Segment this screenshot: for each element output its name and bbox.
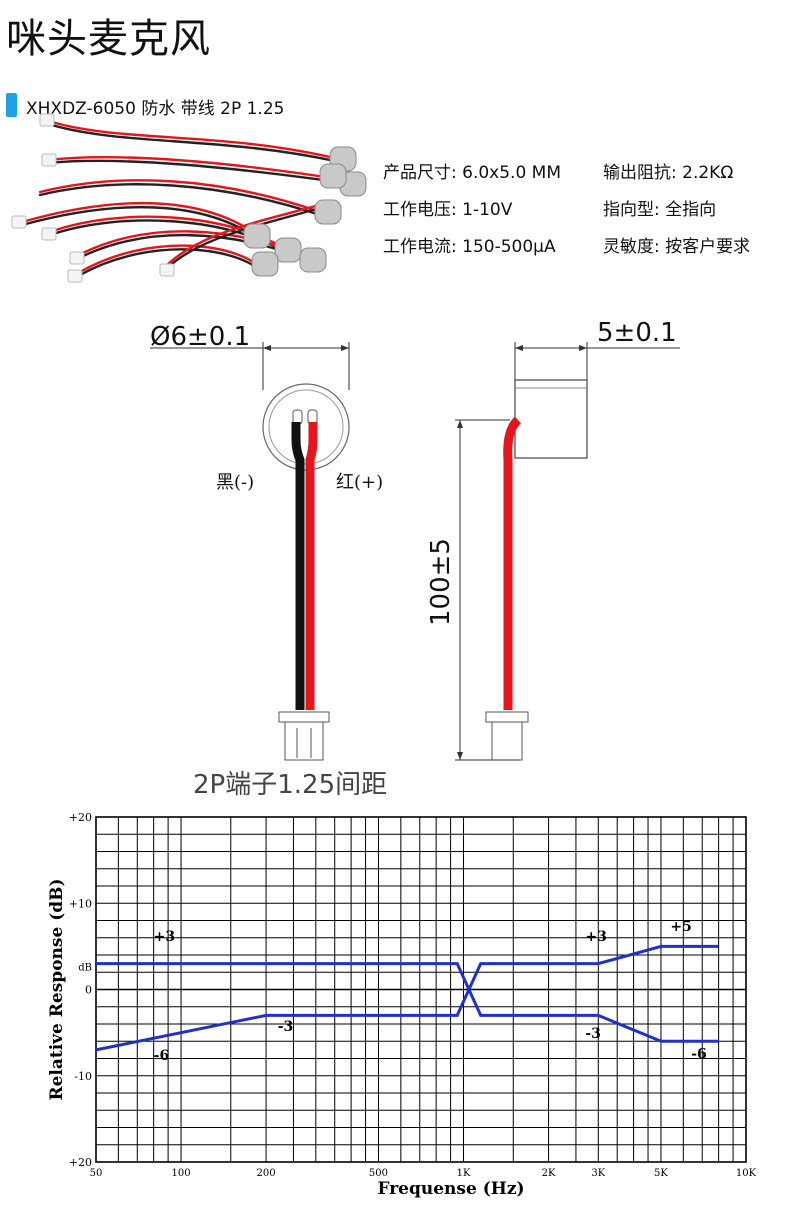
series-line [96,962,719,1043]
side-view [455,342,680,761]
black-wire-label: 黑(-) [216,472,255,493]
spec-sensitivity: 灵敏度: 按客户要求 [603,237,751,257]
plot-frame [95,816,747,1163]
x-tick-label: 1K [457,1168,471,1179]
product-photo [11,113,367,283]
x-tick-label: 500 [369,1168,388,1179]
dimension-drawing [150,342,680,761]
red-wire-label: 红(+) [336,472,384,493]
y-tick-label: +10 [69,897,92,910]
height-dimension: 5±0.1 [597,318,677,348]
spec-size: 产品尺寸: 6.0x5.0 MM [383,163,562,183]
spec-current: 工作电流: 150-500μA [383,237,556,257]
y-tick-label: -10 [74,1070,92,1083]
diameter-dimension: Ø6±0.1 [150,322,251,352]
frequency-response-chart: 50 100 200 500 1K 2K 3K 5K 10K +20 +10 0 -10 +20 dB Fre… [47,811,757,1199]
front-view [150,342,350,761]
y-tick-label: 0 [85,984,92,997]
spec-directivity: 指向型: 全指向 [603,200,717,220]
chart-annotation: -6 [691,1047,707,1063]
page-title: 咪头麦克风 [6,16,211,62]
product-subtitle: XHXDZ-6050 防水 带线 2P 1.25 [26,99,285,119]
x-tick-label: 50 [90,1168,103,1179]
x-tick-label: 200 [257,1168,276,1179]
spec-voltage: 工作电压: 1-10V [383,200,513,220]
chart-annotation: -3 [585,1026,601,1042]
connector-label: 2P端子1.25间距 [193,770,388,800]
spec-impedance: 输出阻抗: 2.2KΩ [603,163,734,183]
y-unit-label: dB [78,963,92,974]
x-tick-label: 10K [736,1168,757,1179]
x-tick-label: 5K [654,1168,668,1179]
x-tick-label: 100 [171,1168,190,1179]
chart-annotation: -6 [154,1048,170,1064]
chart-series [95,944,719,1052]
y-tick-label: +20 [69,811,92,824]
x-axis-label: Frequense (Hz) [377,1179,524,1199]
chart-annotation: +3 [585,929,606,945]
chart-annotation: +5 [670,919,691,935]
y-axis-label: Relative Response (dB) [47,878,67,1100]
chart-annotation: +3 [154,929,175,945]
chart-grid [95,816,747,1163]
series-line [95,944,719,1052]
chart-annotation: -3 [278,1019,294,1035]
x-tick-label: 2K [542,1168,556,1179]
subtitle-accent-bar [6,93,17,117]
x-tick-label: 3K [591,1168,605,1179]
y-tick-label: +20 [69,1156,92,1169]
length-dimension: 100±5 [426,538,456,626]
